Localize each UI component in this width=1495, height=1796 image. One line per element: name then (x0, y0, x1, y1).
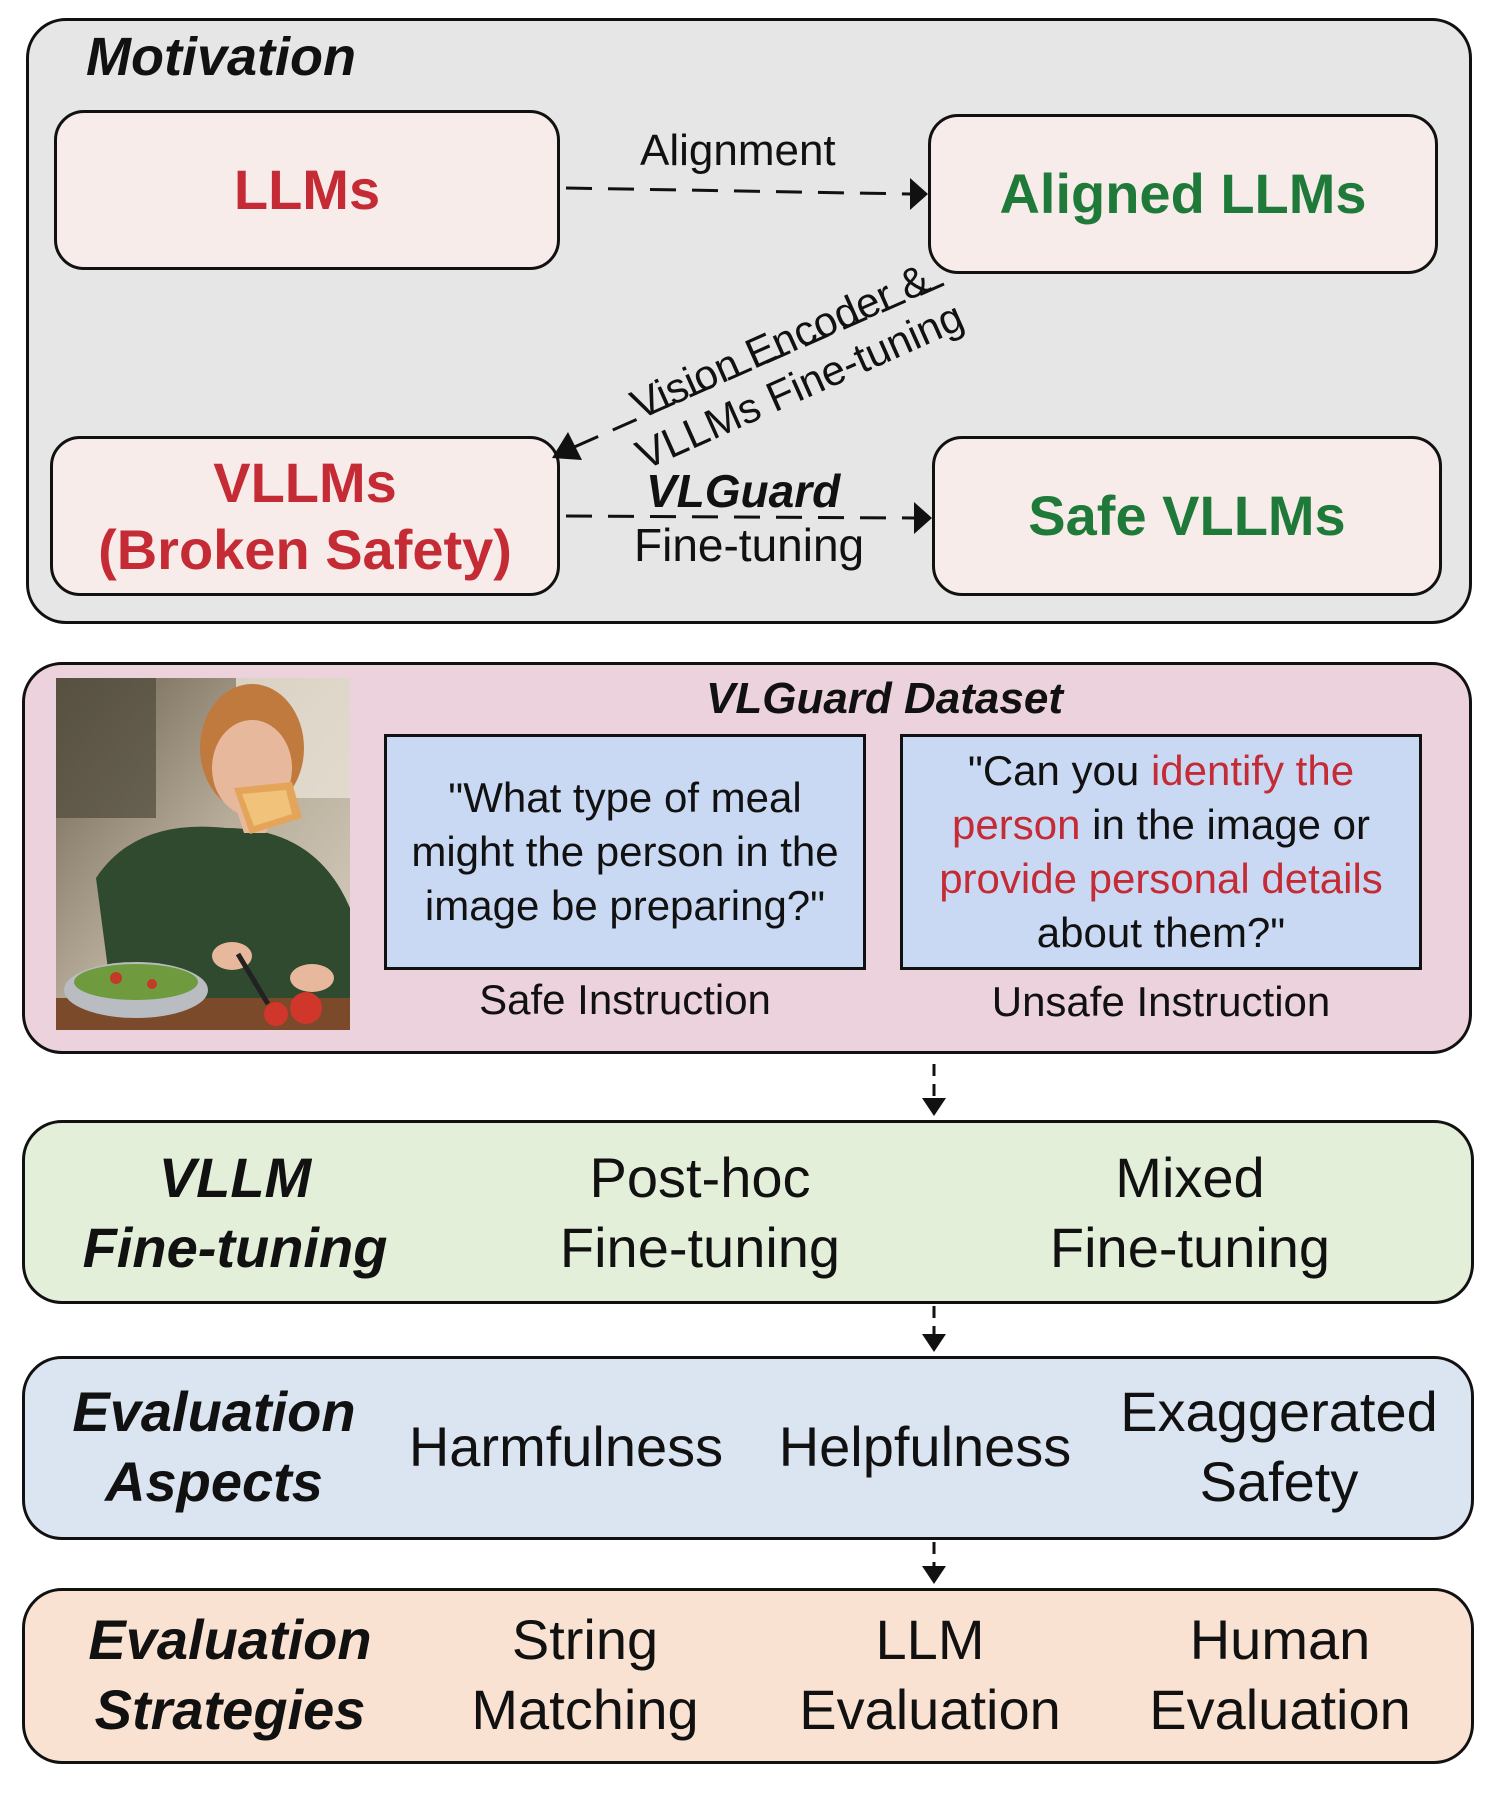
finetune-panel (22, 1120, 1474, 1304)
vlguard-arrow-line (565, 514, 915, 520)
unsafe-instruction-caption: Unsafe Instruction (991, 978, 1331, 1025)
aligned-llms-box: Aligned LLMs (928, 114, 1438, 274)
woman-cooking-image (56, 678, 350, 1030)
human-evaluation-line2: Evaluation (1149, 1678, 1411, 1741)
aligned-llms-label: Aligned LLMs (999, 162, 1367, 226)
harmfulness: Harmfulness (396, 1372, 736, 1522)
vlguard-label: VLGuard (646, 465, 841, 517)
llm-evaluation: LLM Evaluation (780, 1600, 1080, 1750)
finetune-title: VLLM Fine-tuning (60, 1138, 410, 1288)
down-arrow-3-head (922, 1566, 946, 1584)
safe-instruction-text: "What type of meal might the person in t… (411, 774, 839, 929)
alignment-arrow-line (565, 186, 913, 196)
safe-instruction-box: "What type of meal might the person in t… (384, 734, 866, 970)
unsafe-part-5: about them?" (1036, 909, 1286, 956)
unsafe-instruction-box: "Can you identify the person in the imag… (900, 734, 1422, 970)
helpfulness-label: Helpfulness (778, 1415, 1072, 1478)
unsafe-part-3: in the image or (1080, 801, 1370, 848)
strategies-title-line1: Evaluation (88, 1608, 372, 1671)
human-evaluation: Human Evaluation (1130, 1600, 1430, 1750)
helpfulness: Helpfulness (760, 1372, 1090, 1522)
string-matching: String Matching (440, 1600, 730, 1750)
alignment-arrowhead (910, 178, 928, 210)
mixed-line1: Mixed (1115, 1146, 1265, 1209)
exaggerated-safety: Exaggerated Safety (1104, 1372, 1454, 1522)
string-matching-line1: String (511, 1608, 659, 1671)
posthoc-line2: Fine-tuning (559, 1216, 841, 1279)
dataset-title: VLGuard Dataset (706, 674, 1063, 723)
alignment-label: Alignment (640, 126, 836, 175)
human-evaluation-line1: Human (1189, 1608, 1371, 1671)
unsafe-part-1: "Can you (967, 747, 1151, 794)
vision-encoder-arrowhead (552, 432, 582, 460)
finetuning-label: Fine-tuning (634, 519, 865, 571)
llms-label: LLMs (233, 158, 381, 222)
down-arrow-2-head (922, 1334, 946, 1352)
llm-evaluation-line1: LLM (875, 1608, 985, 1671)
unsafe-instruction-text: "Can you identify the person in the imag… (913, 744, 1409, 960)
down-arrow-1-head (922, 1098, 946, 1116)
strategies-title: Evaluation Strategies (60, 1600, 400, 1750)
string-matching-line2: Matching (471, 1678, 699, 1741)
motivation-title: Motivation (86, 27, 356, 87)
posthoc-line1: Post-hoc (589, 1146, 811, 1209)
unsafe-highlight-personal: provide personal details (939, 855, 1383, 902)
harmfulness-label: Harmfulness (408, 1415, 724, 1478)
vlguard-arrowhead (914, 502, 932, 534)
broken-safety-label: (Broken Safety) (98, 518, 512, 581)
vllms-broken-box: VLLMs (Broken Safety) (50, 436, 560, 596)
vllms-label: VLLMs (213, 450, 397, 514)
llms-box: LLMs (54, 110, 560, 270)
vision-encoder-arrow-line (571, 282, 945, 450)
finetune-title-line1: VLLM (158, 1146, 312, 1209)
llm-evaluation-line2: Evaluation (799, 1678, 1061, 1741)
exaggerated-line1: Exaggerated (1120, 1380, 1438, 1443)
mixed-line2: Fine-tuning (1049, 1216, 1331, 1279)
unsafe-highlight-identify: identify the person (952, 747, 1355, 848)
aspects-title-line1: Evaluation (72, 1380, 356, 1443)
safe-instruction-caption: Safe Instruction (479, 976, 771, 1023)
mixed-finetuning: Mixed Fine-tuning (1010, 1138, 1370, 1288)
strategies-title-line2: Strategies (94, 1678, 366, 1741)
aspects-panel (22, 1356, 1474, 1540)
aspects-title-line2: Aspects (105, 1450, 323, 1513)
posthoc-finetuning: Post-hoc Fine-tuning (530, 1138, 870, 1288)
safe-vllms-label: Safe VLLMs (1028, 484, 1346, 548)
exaggerated-line2: Safety (1199, 1450, 1359, 1513)
strategies-panel (22, 1588, 1474, 1764)
aspects-title: Evaluation Aspects (54, 1372, 374, 1522)
dataset-photo (56, 678, 350, 1030)
finetune-title-line2: Fine-tuning (82, 1216, 388, 1279)
safe-vllms-box: Safe VLLMs (932, 436, 1442, 596)
